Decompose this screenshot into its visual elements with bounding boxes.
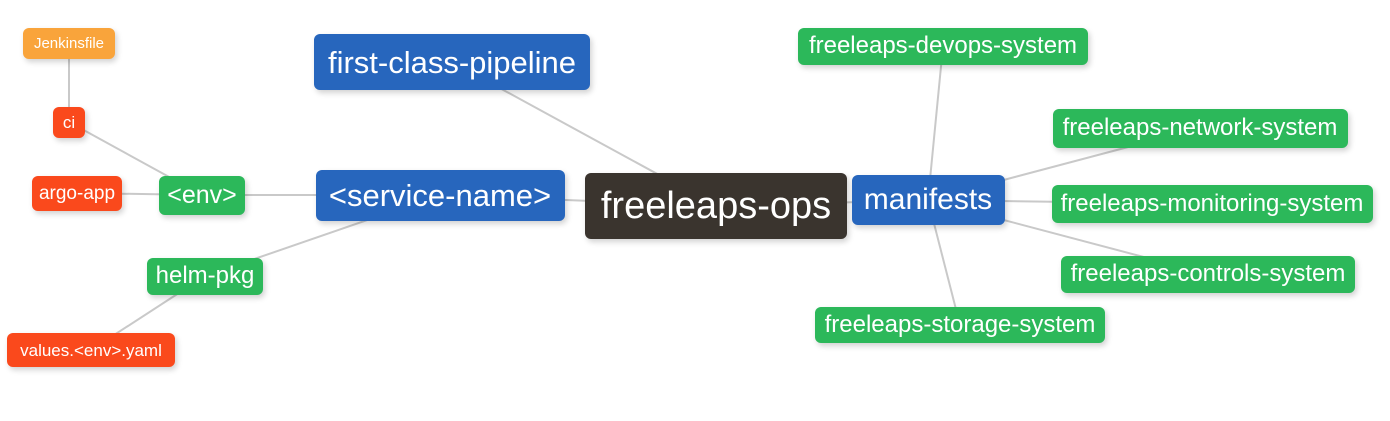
node-argo-app[interactable]: argo-app: [32, 175, 122, 211]
node-ci[interactable]: ci: [53, 106, 85, 138]
node-service-name[interactable]: <service-name>: [315, 169, 565, 221]
node-freeleaps-network-system[interactable]: freeleaps-network-system: [1052, 108, 1348, 148]
node-first-class-pipeline[interactable]: first-class-pipeline: [314, 34, 590, 90]
node-freeleaps-controls-system[interactable]: freeleaps-controls-system: [1061, 255, 1355, 293]
node-values-env-yaml[interactable]: values.<env>.yaml: [7, 333, 175, 367]
edge-manifests--freeleaps-devops-system: [927, 45, 944, 201]
node-jenkinsfile[interactable]: Jenkinsfile: [23, 27, 115, 59]
node-env[interactable]: <env>: [159, 175, 245, 215]
node-freeleaps-devops-system[interactable]: freeleaps-devops-system: [798, 27, 1088, 65]
node-manifests[interactable]: manifests: [851, 175, 1005, 225]
node-freeleaps-storage-system[interactable]: freeleaps-storage-system: [815, 307, 1105, 343]
node-helm-pkg[interactable]: helm-pkg: [147, 257, 263, 295]
node-freeleaps-monitoring-system[interactable]: freeleaps-monitoring-system: [1051, 185, 1373, 223]
node-freeleaps-ops[interactable]: freeleaps-ops: [585, 173, 847, 239]
